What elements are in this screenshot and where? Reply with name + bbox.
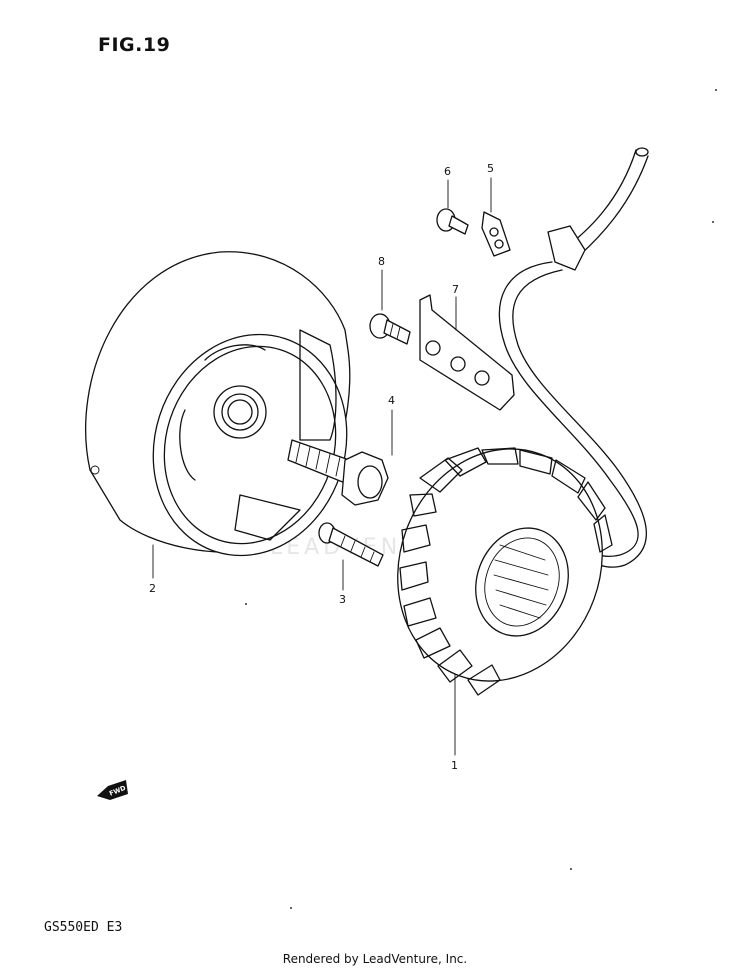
grommet-plate xyxy=(481,211,511,257)
callout-8: 8 xyxy=(378,255,385,268)
rotor-flywheel xyxy=(85,251,351,557)
screw-8 xyxy=(369,313,411,345)
fwd-arrow-icon: FWD xyxy=(97,780,128,800)
callout-7: 7 xyxy=(452,283,459,296)
wire-harness xyxy=(498,147,649,568)
callout-5: 5 xyxy=(487,162,494,175)
footer-credit: Rendered by LeadVenture, Inc. xyxy=(282,952,468,966)
scan-specks xyxy=(245,89,717,909)
rotor-bolt xyxy=(287,439,389,506)
callout-6: 6 xyxy=(444,165,451,178)
callout-4: 4 xyxy=(388,394,395,407)
model-code: GS550ED E3 xyxy=(44,920,123,935)
wire-clamp-bracket xyxy=(419,294,515,411)
callout-1: 1 xyxy=(451,759,458,772)
stator-coil xyxy=(397,447,613,696)
stator-screw xyxy=(318,522,384,567)
callout-2: 2 xyxy=(149,582,156,595)
figure-title: FIG.19 xyxy=(98,34,171,56)
screw-6 xyxy=(436,208,469,235)
callout-leaders xyxy=(152,177,492,756)
callout-3: 3 xyxy=(339,593,346,606)
